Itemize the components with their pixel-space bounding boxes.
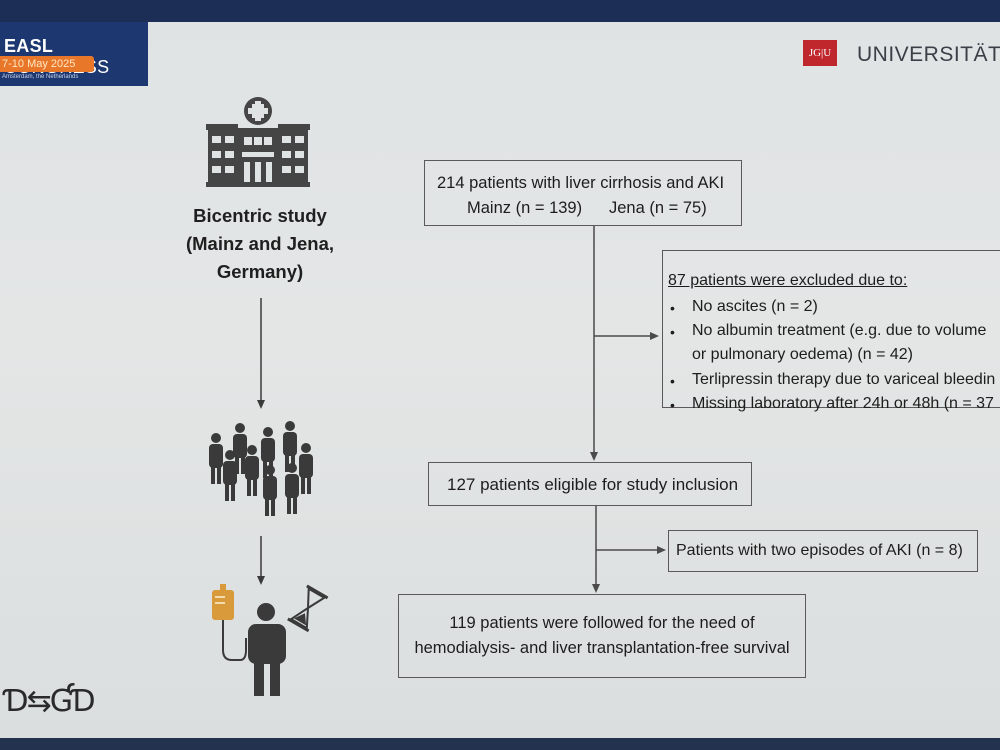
- congress-location: Amsterdam, the Netherlands: [2, 74, 79, 80]
- iv-infusion-patient-icon: [212, 584, 286, 696]
- cohort-mainz: Mainz (n = 139): [467, 199, 583, 217]
- eligible-text: 127 patients eligible for study inclusio…: [447, 475, 739, 494]
- followed-box: 119 patients were followed for the need …: [398, 594, 806, 678]
- study-line-2: (Mainz and Jena,: [185, 233, 335, 254]
- institution-name: UNIVERSITÄTS: [857, 43, 1000, 66]
- easl-congress-logo: EASL CONGRESS 7-10 May 2025 Amsterdam, t…: [0, 22, 148, 86]
- exclusion-item: Missing laboratory after 24h or 48h (n =…: [692, 395, 994, 412]
- study-line-1: Bicentric study: [193, 205, 327, 226]
- exclusion-item: No ascites (n = 2): [692, 298, 818, 315]
- flowchart-connectors: [590, 226, 666, 593]
- two-episodes-box: Patients with two episodes of AKI (n = 8…: [668, 530, 978, 572]
- hospital-icon: [206, 97, 310, 187]
- followed-line-2: hemodialysis- and liver transplantation-…: [414, 639, 790, 657]
- bullet: •: [670, 324, 675, 340]
- study-line-3: Germany): [216, 261, 304, 282]
- top-border: [0, 0, 1000, 22]
- exclusion-item-continued: or pulmonary oedema) (n = 42): [692, 346, 913, 363]
- left-arrows: [257, 298, 265, 585]
- bullet: •: [670, 300, 675, 316]
- patient-group-icon: [209, 421, 313, 516]
- exclusion-item: No albumin treatment (e.g. due to volume: [692, 322, 987, 339]
- exclusion-title: 87 patients were excluded due to:: [668, 272, 908, 289]
- exclusion-item: Terlipressin therapy due to variceal ble…: [692, 371, 996, 388]
- followed-line-1: 119 patients were followed for the need …: [449, 614, 755, 632]
- bullet: •: [670, 397, 675, 413]
- two-episodes-text: Patients with two episodes of AKI (n = 8…: [676, 542, 963, 559]
- bullet: •: [670, 373, 675, 389]
- bottom-border: [0, 738, 1000, 750]
- cohort-total: 214 patients with liver cirrhosis and AK…: [437, 174, 725, 192]
- cohort-jena: Jena (n = 75): [609, 199, 707, 217]
- exclusion-box: 87 patients were excluded due to: • No a…: [662, 250, 1000, 413]
- hourglass-icon: [287, 584, 329, 633]
- eligible-box: 127 patients eligible for study inclusio…: [428, 462, 752, 506]
- kidney-liver-icon: Ɗ⇆ƓƊ: [4, 684, 96, 719]
- jgu-logo: JG|U: [803, 40, 837, 66]
- congress-name-bold: EASL: [4, 36, 54, 56]
- cohort-box: 214 patients with liver cirrhosis and AK…: [424, 160, 742, 226]
- study-description: Bicentric study (Mainz and Jena, Germany…: [160, 202, 360, 286]
- congress-dates: 7-10 May 2025: [0, 56, 94, 72]
